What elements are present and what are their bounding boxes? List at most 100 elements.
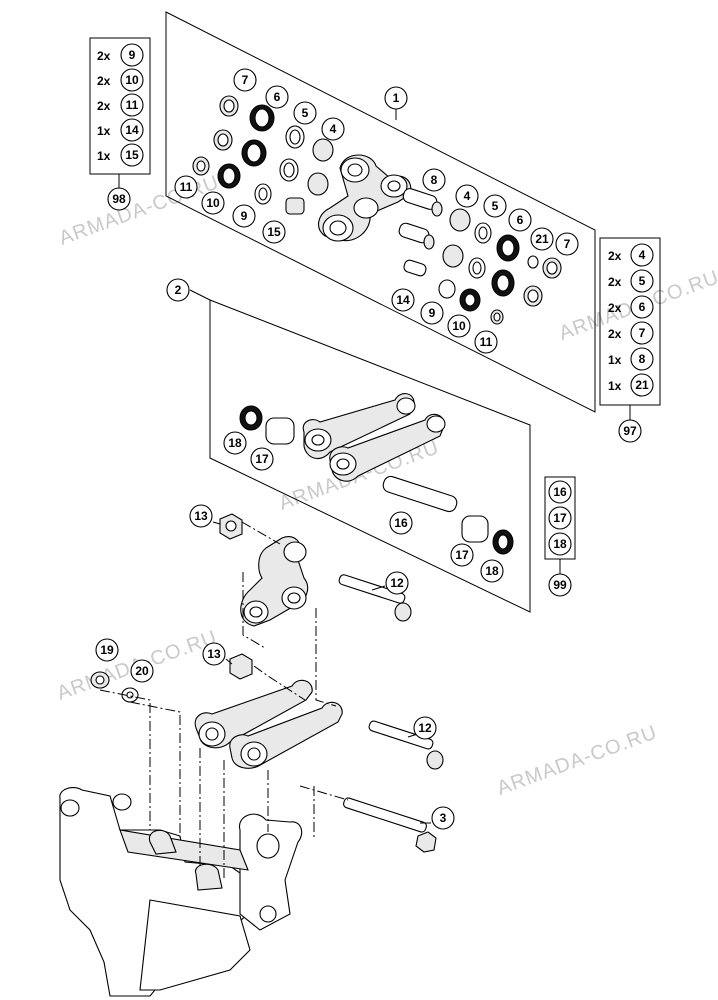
svg-text:7: 7 [639, 326, 646, 340]
svg-text:3: 3 [440, 811, 447, 825]
bearing-kit-outline [165, 11, 596, 413]
callout-12: 12 [385, 571, 409, 595]
kit-98-row-5: 1x 15 [97, 143, 144, 167]
callout-10: 10 [201, 191, 225, 215]
kit-99-row-1: 16 [548, 480, 572, 504]
callout-1: 1 [384, 86, 408, 110]
svg-text:10: 10 [206, 196, 220, 210]
callout-14: 14 [391, 288, 415, 312]
svg-text:1: 1 [393, 91, 400, 105]
pull-rod-kit-parts [239, 393, 514, 555]
kit-97-row-6: 1x 21 [608, 373, 654, 397]
leader-lines [212, 521, 431, 824]
callout-6b: 6 [508, 208, 532, 232]
callout-10b: 10 [447, 314, 471, 338]
svg-text:20: 20 [135, 664, 149, 678]
callout-9: 9 [232, 204, 256, 228]
callout-13b: 13 [202, 642, 226, 666]
svg-text:99: 99 [553, 578, 567, 592]
kit-99-row-2: 17 [548, 506, 572, 530]
callout-13: 13 [189, 504, 213, 528]
svg-text:4: 4 [330, 122, 337, 136]
svg-text:2x: 2x [97, 99, 111, 113]
svg-text:2x: 2x [97, 74, 111, 88]
callout-2: 2 [166, 278, 190, 302]
svg-text:18: 18 [553, 537, 567, 551]
svg-text:2x: 2x [97, 49, 111, 63]
svg-text:15: 15 [125, 148, 139, 162]
svg-text:17: 17 [455, 548, 469, 562]
svg-text:2x: 2x [608, 301, 622, 315]
callout-6: 6 [265, 85, 289, 109]
svg-text:6: 6 [517, 213, 524, 227]
svg-text:2: 2 [175, 283, 182, 297]
callout-16: 16 [389, 511, 413, 535]
kit-98-row-4: 1x 14 [97, 118, 144, 142]
leader-2 [189, 289, 211, 301]
kit-98-box: 98 2x 9 2x 10 2x 11 1x 14 1x 15 [89, 37, 151, 211]
svg-text:10: 10 [125, 73, 139, 87]
svg-text:1x: 1x [608, 379, 622, 393]
callout-20: 20 [130, 659, 154, 683]
kit-99-row-3: 18 [548, 532, 572, 556]
svg-text:19: 19 [100, 643, 114, 657]
svg-text:2x: 2x [608, 275, 622, 289]
svg-text:98: 98 [112, 192, 126, 206]
svg-text:1x: 1x [97, 149, 111, 163]
callout-5b: 5 [483, 194, 507, 218]
kit-98-number: 98 [107, 187, 131, 211]
kit-97-row-1: 2x 4 [608, 243, 654, 267]
callout-4: 4 [321, 117, 345, 141]
svg-text:15: 15 [267, 225, 281, 239]
callout-9b: 9 [420, 301, 444, 325]
callout-5: 5 [293, 101, 317, 125]
svg-text:16: 16 [553, 485, 567, 499]
kit-97-number: 97 [618, 419, 642, 443]
svg-text:8: 8 [431, 173, 438, 187]
svg-text:12: 12 [390, 576, 404, 590]
svg-text:5: 5 [492, 199, 499, 213]
kit-97-row-5: 1x 8 [608, 347, 654, 371]
svg-text:1x: 1x [97, 124, 111, 138]
svg-text:5: 5 [302, 106, 309, 120]
callout-7: 7 [233, 68, 257, 92]
lower-assembly [59, 513, 444, 997]
svg-text:6: 6 [274, 90, 281, 104]
svg-text:13: 13 [194, 509, 208, 523]
kit-99-number: 99 [548, 573, 572, 597]
svg-text:18: 18 [485, 564, 499, 578]
callout-11b: 11 [474, 330, 498, 354]
kit-97-row-3: 2x 6 [608, 295, 654, 319]
kit-98-row-3: 2x 11 [97, 93, 144, 117]
callout-3: 3 [431, 806, 455, 830]
svg-text:1x: 1x [608, 353, 622, 367]
svg-text:14: 14 [396, 293, 410, 307]
svg-text:4: 4 [464, 189, 471, 203]
svg-text:9: 9 [129, 48, 136, 62]
watermark-5: ARMADA-CO.RU [494, 721, 660, 799]
kit-98-row-1: 2x 9 [97, 43, 144, 67]
svg-text:21: 21 [535, 232, 549, 246]
svg-text:11: 11 [126, 98, 139, 112]
svg-text:2x: 2x [608, 249, 622, 263]
svg-text:11: 11 [480, 335, 493, 349]
pull-rod-kit-outline [209, 299, 531, 613]
callout-18b: 18 [480, 559, 504, 583]
kit-97-row-2: 2x 5 [608, 269, 654, 293]
callout-21: 21 [530, 227, 554, 251]
callout-15: 15 [262, 220, 286, 244]
callout-7b: 7 [555, 232, 579, 256]
watermark-1: ARMADA-CO.RU [56, 171, 222, 249]
kit-99-box: 99 16 17 18 [544, 476, 576, 597]
svg-text:14: 14 [125, 123, 139, 137]
callout-19: 19 [95, 638, 119, 662]
svg-text:18: 18 [228, 436, 242, 450]
svg-text:5: 5 [639, 274, 646, 288]
svg-text:2x: 2x [608, 327, 622, 341]
svg-text:17: 17 [255, 452, 269, 466]
svg-text:16: 16 [394, 516, 408, 530]
svg-text:8: 8 [639, 352, 646, 366]
svg-text:12: 12 [418, 721, 432, 735]
svg-text:7: 7 [564, 237, 571, 251]
